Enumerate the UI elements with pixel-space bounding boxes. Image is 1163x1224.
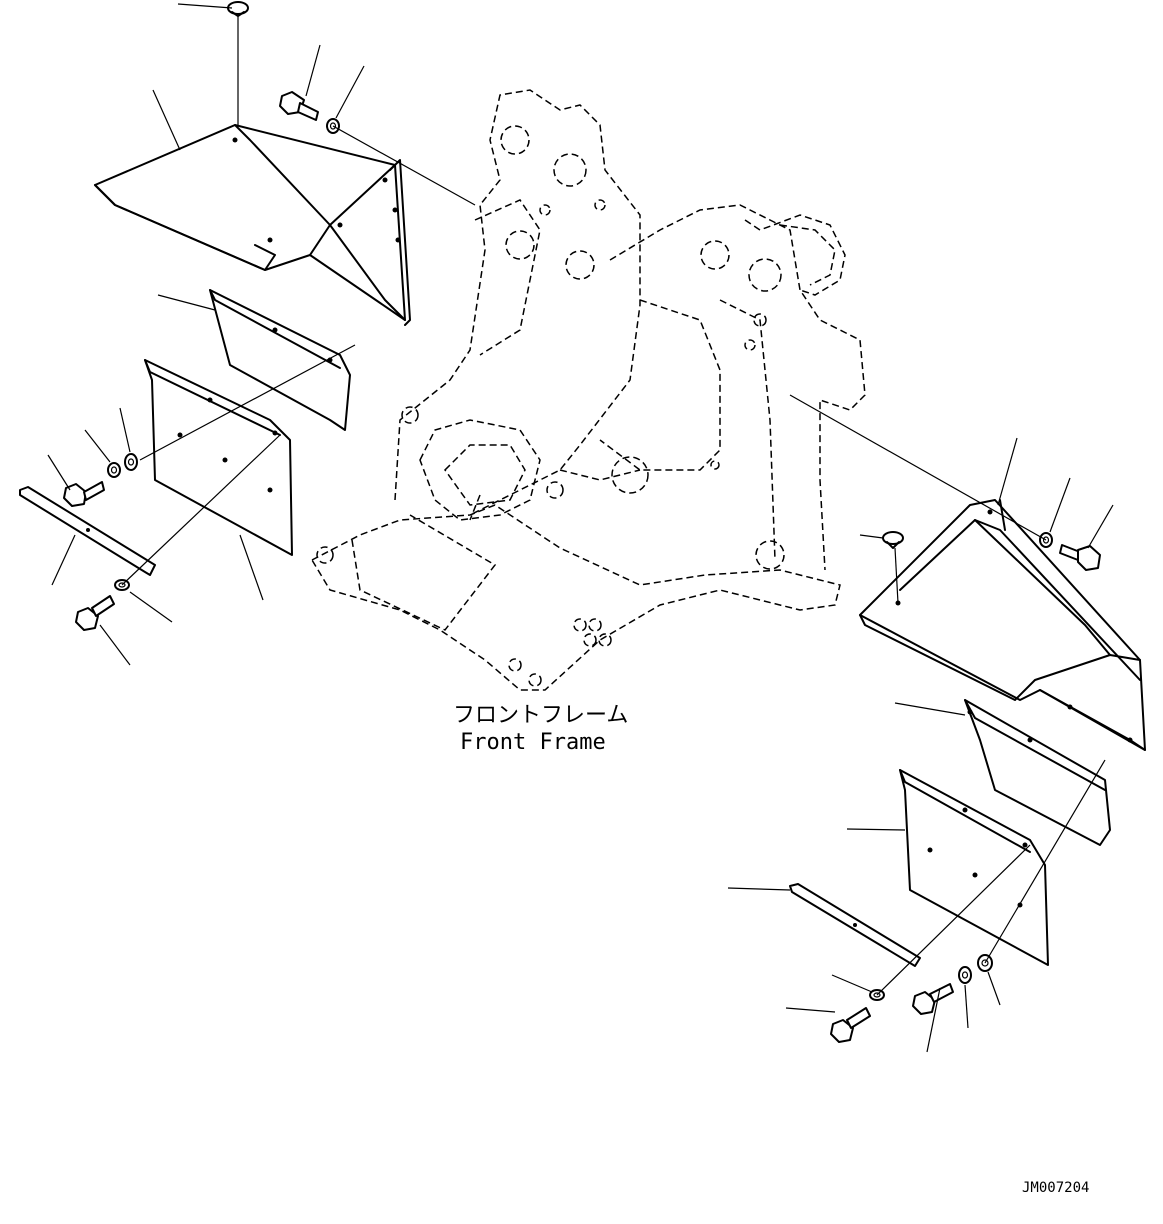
right-upper-bolt (1059, 544, 1101, 571)
right-cover-assembly (727, 394, 1146, 1053)
drawing-code: JM007204 (1022, 1180, 1089, 1196)
front-frame-label-en: Front Frame (460, 730, 606, 755)
left-cover-assembly (19, 1, 476, 666)
right-upper-cover (859, 499, 1146, 751)
right-lower-washer-b (958, 966, 972, 984)
right-middle-plate (964, 699, 1111, 846)
right-mud-flap (899, 769, 1049, 966)
left-mid-bolt (63, 481, 105, 507)
left-clip (227, 1, 249, 125)
left-upper-bolt (279, 91, 319, 121)
front-frame-label-jp: フロントフレーム (453, 703, 628, 728)
left-middle-plate (209, 289, 351, 431)
left-mid-washer-b (124, 453, 138, 471)
left-lower-bolt (75, 595, 115, 631)
left-upper-cover (94, 124, 406, 321)
left-mud-flap (144, 359, 293, 556)
right-lower-bolt-a (830, 1007, 871, 1043)
right-lower-bolt-b (912, 983, 954, 1015)
front-frame (310, 89, 866, 691)
left-mid-washer-a (107, 462, 121, 478)
